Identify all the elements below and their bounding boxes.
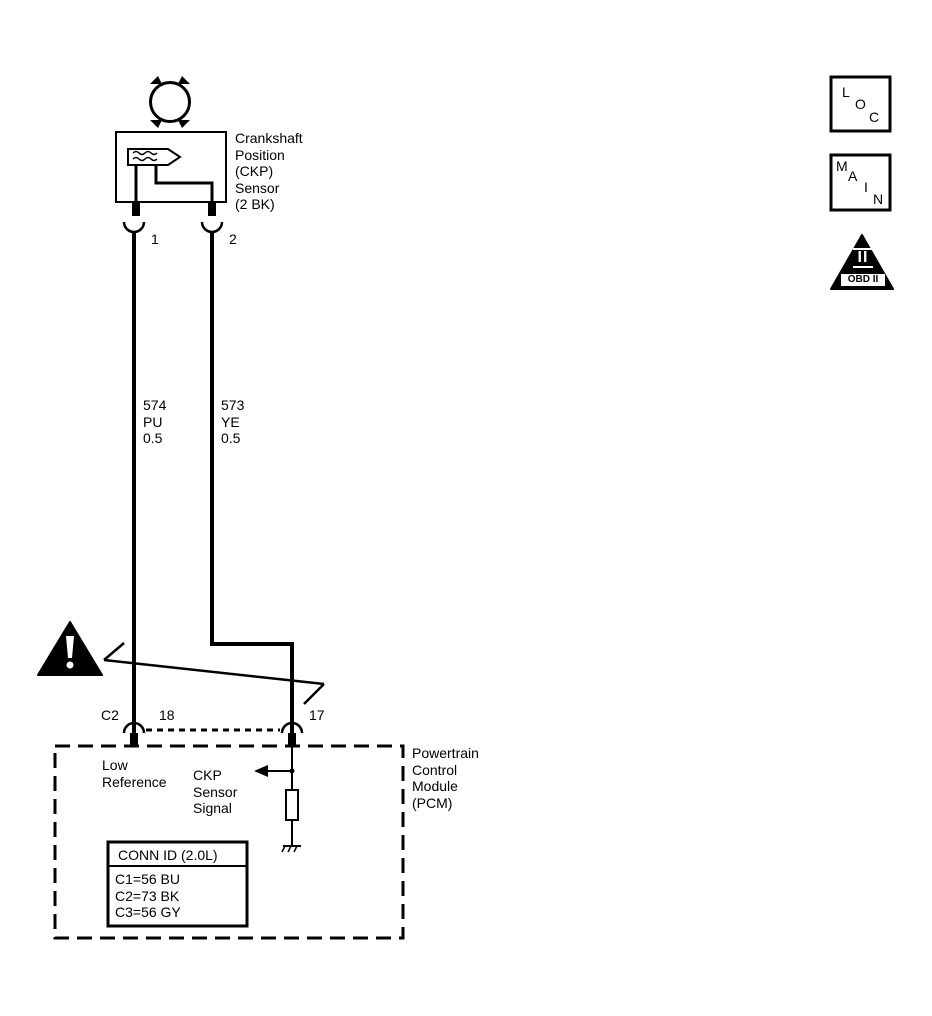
connector-id-label: C2 [101,707,119,723]
conn-id-rows: C1=56 BU C2=73 BK C3=56 GY [115,871,181,920]
obd-ii-icon [830,234,894,290]
conn-id-title: CONN ID (2.0L) [118,847,218,863]
main-letter-n: N [873,191,884,207]
loc-letter-c: C [869,109,880,125]
loc-legend-box [829,75,892,133]
pcm-pin-18-hood [122,721,146,734]
connector-pin-17-label: 17 [309,707,325,723]
ckp-sensor-box [115,131,227,203]
main-legend-box [829,153,892,212]
sensor-pin-2-hood [200,221,224,234]
caution-icon [37,621,103,676]
ground-icon [281,845,301,853]
pcm-pin-17-hood [280,721,304,734]
pcm-label: Powertrain Control Module (PCM) [412,745,479,811]
pcm-enclosure [53,744,405,940]
sensor-pin-1-label: 1 [151,231,159,247]
main-letter-i: I [864,179,868,195]
pull-resistor [285,789,299,821]
sensor-pin-2-label: 2 [229,231,237,247]
signal-arrow-icon [254,765,268,777]
wire-574-label: 574 PU 0.5 [143,397,167,446]
loc-letter-l: L [842,84,850,100]
wire-573 [210,232,294,738]
obd-roman-label: II [853,248,873,268]
connector-pin-18-label: 18 [159,707,175,723]
ckp-sensor-label: Crankshaft Position (CKP) Sensor (2 BK) [235,130,303,212]
wire-573-label: 573 YE 0.5 [221,397,245,446]
loc-letter-o: O [855,96,866,112]
obd-ii-text: OBD II [847,274,879,285]
hall-sensor-element-icon [127,148,182,166]
ckp-sensor-signal-label: CKP Sensor Signal [193,767,238,816]
low-reference-label: Low Reference [102,757,167,790]
conn-id-box [106,840,249,928]
main-letter-m: M [836,158,848,174]
sensor-location-icon [149,76,191,128]
sensor-pin-1-hood [122,221,146,234]
main-letter-a: A [848,168,858,184]
